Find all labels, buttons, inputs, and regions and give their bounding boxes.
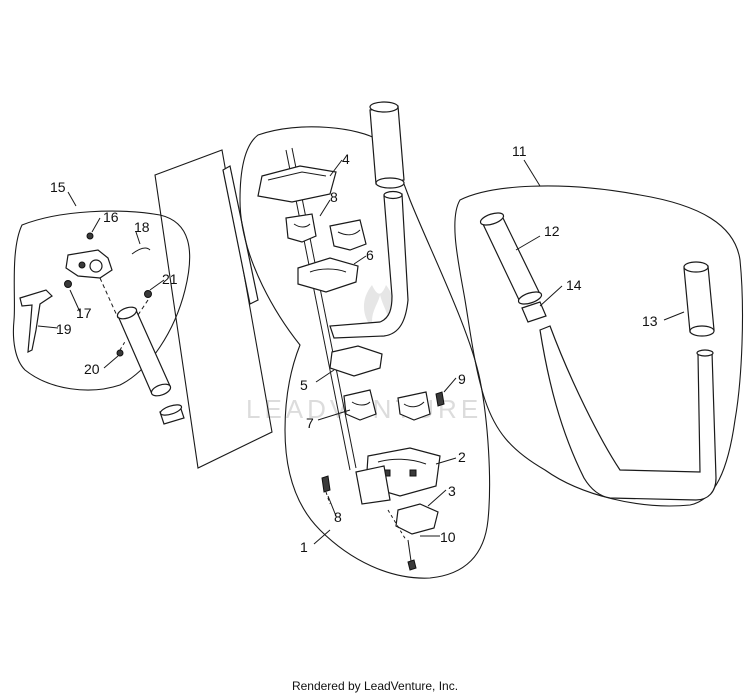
- screw-9: [435, 391, 445, 407]
- outline-left-tube: [154, 149, 273, 469]
- callout-21: 21: [162, 271, 178, 287]
- callout-6: 6: [366, 247, 374, 263]
- grip-13: [683, 265, 715, 333]
- mount-6: [297, 257, 359, 293]
- callout-2: 2: [458, 449, 466, 465]
- screw-8-bottom: [321, 475, 331, 493]
- outline-group-15: [12, 210, 191, 391]
- clamp-half-7b: [397, 391, 431, 421]
- lever-bracket: [65, 249, 113, 279]
- base-2-hole-b: [409, 469, 417, 477]
- callout-12: 12: [544, 223, 560, 239]
- left-tube: [222, 165, 259, 305]
- callout-16: 18: [134, 219, 150, 235]
- bracket-boss: [89, 259, 103, 273]
- clamp-half-8a: [285, 213, 317, 243]
- spring-pin: [131, 247, 151, 255]
- callout-18: 17: [76, 305, 92, 321]
- screw-21: [144, 290, 152, 298]
- u-tube: [539, 325, 717, 501]
- collar-14: [521, 301, 547, 323]
- callouts: 15 16 18 21 17 19 20 4 8 6 5 7 9 2 3 10 …: [50, 143, 658, 555]
- callout-20: 20: [84, 361, 100, 377]
- group-1-center-mount: [239, 101, 491, 579]
- outline-group-11: [454, 185, 744, 507]
- callout-5: 5: [300, 377, 308, 393]
- group-11-right-handle: [454, 185, 744, 507]
- main-grip-top: [369, 101, 399, 113]
- main-grip: [369, 105, 405, 185]
- bottom-plate: [355, 465, 391, 505]
- top-cap-4: [257, 165, 337, 203]
- callout-9: 9: [458, 371, 466, 387]
- bracket-hole: [78, 261, 86, 269]
- footer-credit: Rendered by LeadVenture, Inc.: [291, 679, 459, 693]
- callout-8-top: 8: [330, 189, 338, 205]
- callout-11: 11: [512, 143, 527, 159]
- callout-15: 15: [50, 179, 66, 195]
- group-15-lever-assembly: [12, 210, 191, 391]
- callout-8-bottom: 8: [334, 509, 342, 525]
- grip-top-end: [116, 306, 138, 320]
- leader-lines: [37, 159, 685, 545]
- callout-17: 19: [56, 321, 72, 337]
- callout-19: 16: [103, 209, 119, 225]
- callout-4: 4: [342, 151, 350, 167]
- screw-10: [407, 559, 417, 571]
- callout-1: 1: [300, 539, 308, 555]
- throttle-lever: [19, 289, 53, 354]
- screw-18: [64, 280, 72, 288]
- screw-19: [86, 232, 94, 240]
- grip-bottom-end: [150, 383, 172, 397]
- clamp-3: [395, 503, 439, 535]
- main-grip-bottom: [375, 177, 405, 189]
- callout-14: 14: [566, 277, 582, 293]
- long-rod: [285, 149, 351, 471]
- callout-7: 7: [306, 415, 314, 431]
- callout-10: 10: [440, 529, 456, 545]
- left-tube-assembly: [116, 149, 273, 469]
- callout-3: 3: [448, 483, 456, 499]
- screw-20: [116, 349, 124, 357]
- callout-13: 13: [642, 313, 658, 329]
- main-tube: [329, 193, 409, 339]
- spacer-5: [329, 345, 383, 377]
- grip-12: [481, 215, 541, 303]
